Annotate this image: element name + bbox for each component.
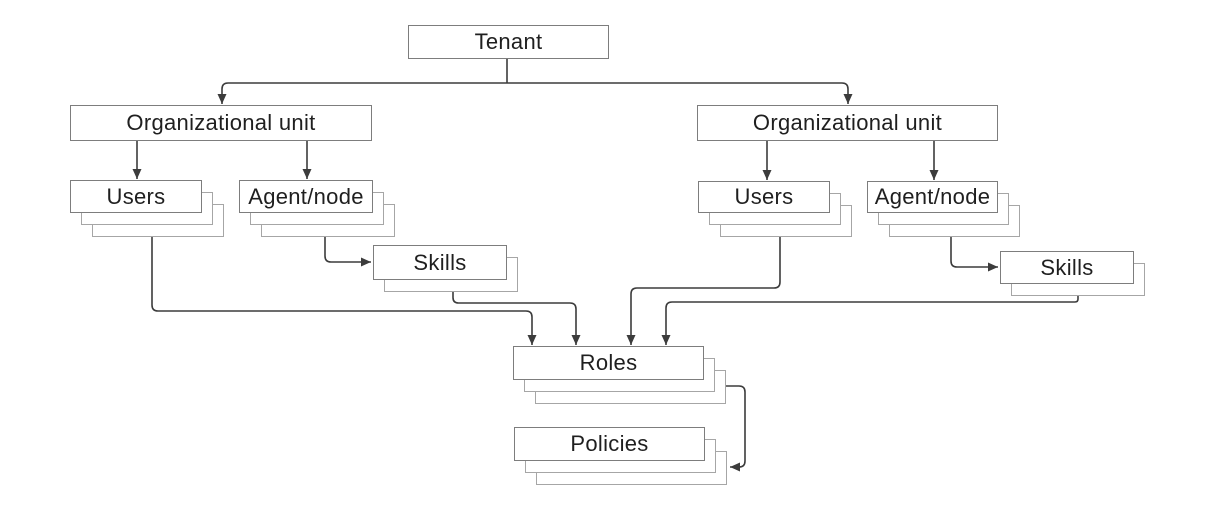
node-agent-node-left: Agent/node — [239, 180, 373, 213]
node-policies-label: Policies — [570, 431, 649, 456]
node-users-left: Users — [70, 180, 202, 213]
node-ou-left-label: Organizational unit — [126, 110, 316, 135]
node-ou-left: Organizational unit — [70, 105, 372, 141]
node-roles: Roles — [513, 346, 704, 380]
node-skills-right: Skills — [1000, 251, 1134, 284]
node-skills-left: Skills — [373, 245, 507, 280]
edge-tenant-to-ou-right — [507, 82, 853, 104]
edge-roles-to-policies — [726, 385, 746, 472]
node-skills-left-label: Skills — [413, 249, 467, 275]
node-tenant: Tenant — [408, 25, 609, 59]
node-skills-right-label: Skills — [1040, 254, 1094, 280]
node-users-left-label: Users — [106, 183, 166, 209]
node-users-right: Users — [698, 181, 830, 213]
node-users-right-label: Users — [734, 184, 794, 209]
edge-agent-right-to-skills — [950, 237, 998, 272]
node-policies: Policies — [514, 427, 705, 461]
edge-agent-left-to-skills — [324, 237, 371, 267]
node-agent-node-left-label: Agent/node — [248, 183, 364, 209]
edge-skills-left-to-roles — [452, 292, 581, 345]
node-agent-node-right-label: Agent/node — [874, 184, 991, 209]
edge-users-right-to-roles — [626, 237, 781, 345]
edge-tenant-to-ou-left — [217, 82, 507, 104]
node-agent-node-right: Agent/node — [867, 181, 998, 213]
node-ou-right-label: Organizational unit — [752, 110, 943, 135]
node-ou-right: Organizational unit — [697, 105, 998, 141]
node-roles-label: Roles — [579, 350, 638, 375]
edge-skills-right-to-roles — [661, 296, 1079, 345]
node-tenant-label: Tenant — [474, 29, 543, 54]
